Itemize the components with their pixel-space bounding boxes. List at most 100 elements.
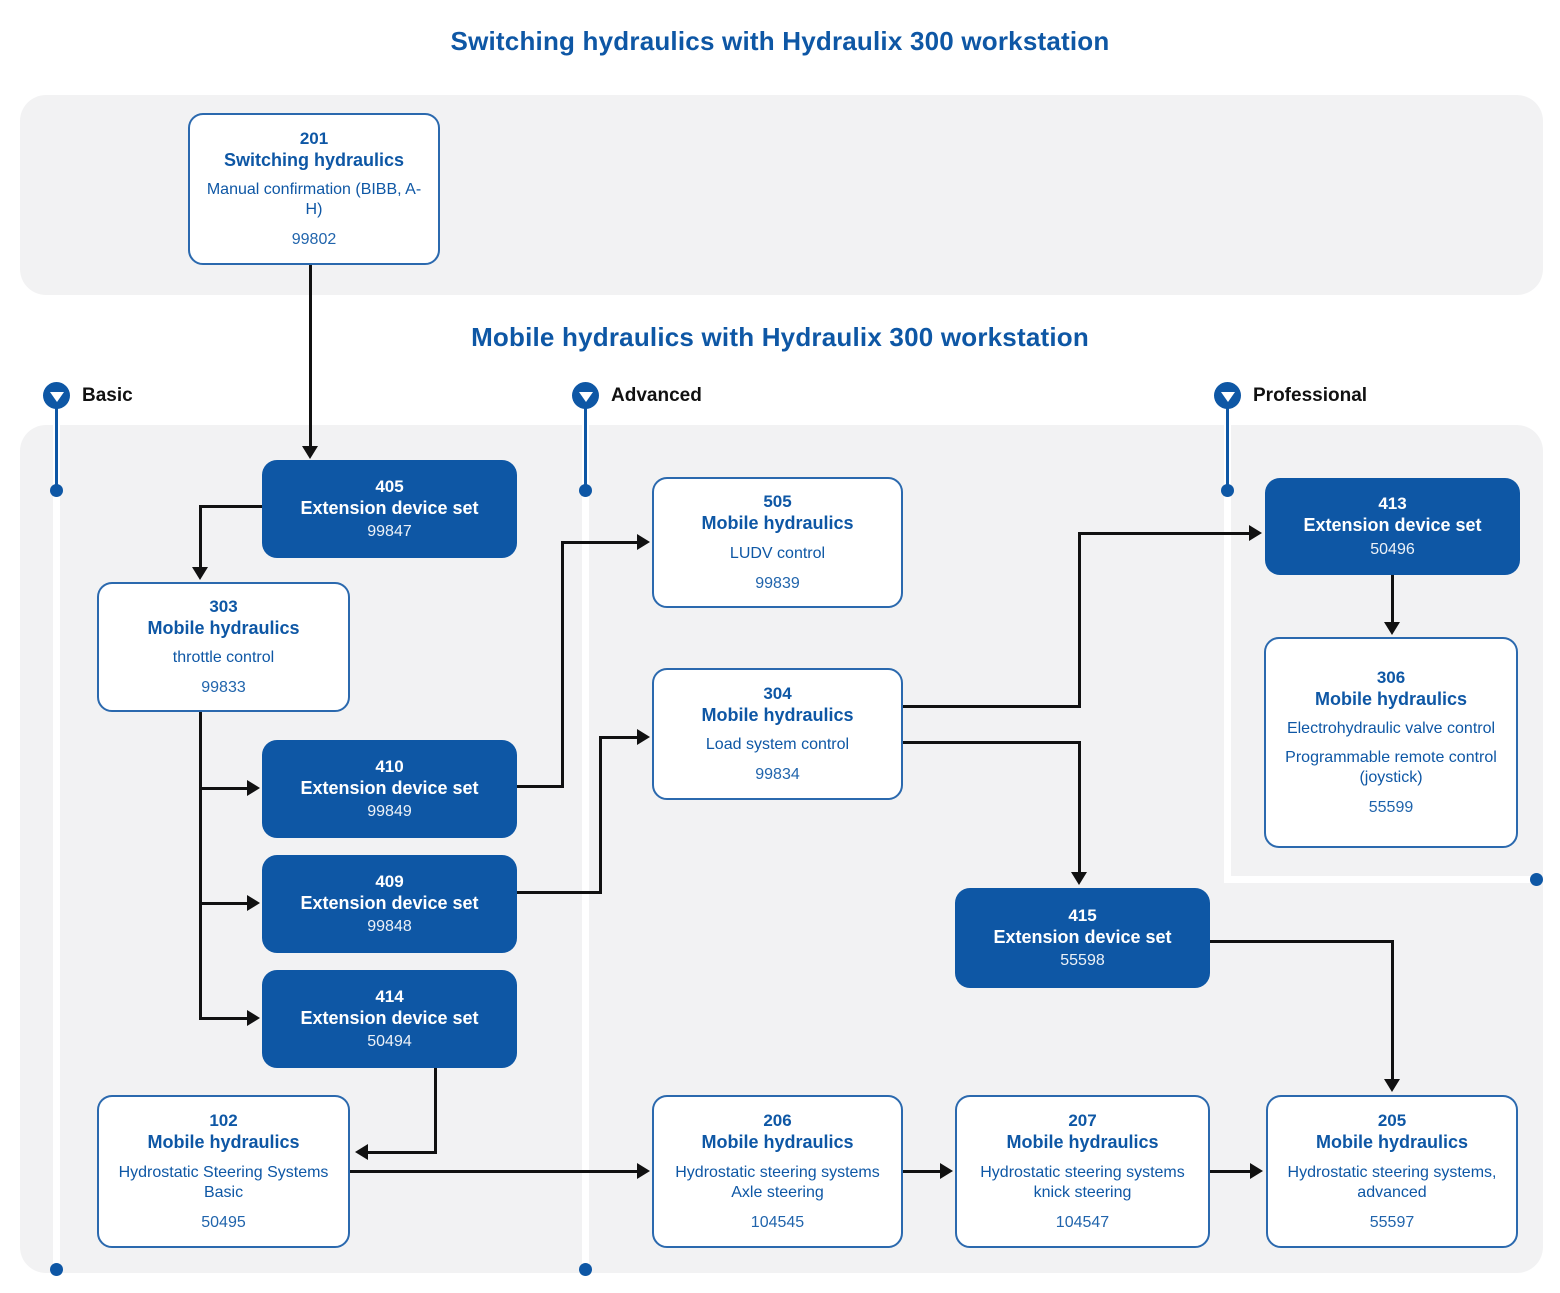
node-title: Extension device set (300, 777, 479, 798)
arrow-head (247, 895, 260, 911)
arrow-head (355, 1144, 368, 1160)
basic-marker-bottom-dot (50, 1263, 63, 1276)
arrow-head (940, 1163, 953, 1179)
column-label-professional: Professional (1253, 385, 1368, 406)
arrow-segment (350, 1170, 639, 1173)
column-label-basic: Basic (82, 385, 133, 406)
arrow-segment (199, 505, 262, 508)
node-title: Extension device set (1303, 515, 1482, 536)
node-part-number: 99833 (201, 679, 246, 697)
node-description: Hydrostatic Steering Systems Basic (118, 1163, 329, 1201)
node-number: 413 (1378, 494, 1407, 514)
node-title: Mobile hydraulics (147, 617, 300, 638)
node-part-number: 99847 (367, 523, 412, 541)
node-part-number: 50496 (1370, 540, 1415, 558)
node-part-number: 50494 (367, 1033, 412, 1051)
node-number: 405 (375, 476, 404, 496)
basic-marker-top-dot (50, 484, 63, 497)
node-303-mobile-hydraulics: 303 Mobile hydraulics throttle control 9… (97, 582, 350, 712)
arrow-segment (517, 891, 602, 894)
node-number: 207 (1068, 1111, 1097, 1131)
arrow-head (302, 446, 318, 459)
arrow-segment (199, 505, 202, 568)
node-number: 205 (1377, 1111, 1407, 1131)
title-switching-hydraulics: Switching hydraulics with Hydraulix 300 … (450, 26, 1110, 56)
arrow-segment (1210, 940, 1394, 943)
arrow-head (247, 1010, 260, 1026)
node-part-number: 99848 (367, 918, 412, 936)
professional-marker-top-dot (1221, 484, 1234, 497)
arrow-segment (434, 1068, 437, 1154)
node-405-extension-device-set: 405 Extension device set 99847 (262, 460, 517, 558)
node-306-mobile-hydraulics: 306 Mobile hydraulics Electrohydraulic v… (1264, 637, 1518, 848)
basic-marker-line (55, 406, 58, 488)
node-part-number: 55598 (1060, 952, 1105, 970)
node-number: 306 (1376, 667, 1406, 687)
node-304-mobile-hydraulics: 304 Mobile hydraulics Load system contro… (652, 668, 903, 800)
node-409-extension-device-set: 409 Extension device set 99848 (262, 855, 517, 953)
triangle-down-in-circle-icon (43, 382, 70, 409)
arrow-segment (903, 705, 1081, 708)
node-number: 303 (209, 596, 238, 616)
node-title: Mobile hydraulics (1314, 688, 1468, 709)
advanced-marker-top-dot (579, 484, 592, 497)
arrow-segment (599, 736, 602, 894)
advanced-marker-bottom-dot (579, 1263, 592, 1276)
arrow-head (1384, 622, 1400, 635)
node-number: 102 (209, 1111, 238, 1131)
node-title: Extension device set (300, 892, 479, 913)
arrow-segment (517, 785, 564, 788)
node-title: Extension device set (300, 1007, 479, 1028)
divider-advanced (582, 425, 589, 1270)
arrow-segment (903, 741, 1081, 744)
node-title: Extension device set (993, 926, 1172, 947)
node-title: Mobile hydraulics (147, 1132, 300, 1153)
arrow-segment (1078, 532, 1081, 708)
triangle-down-in-circle-icon (572, 382, 599, 409)
arrow-segment (1078, 532, 1250, 535)
node-description: Hydrostatic steering systems, advanced (1287, 1163, 1497, 1201)
node-part-number: 99849 (367, 803, 412, 821)
arrow-head (247, 780, 260, 796)
divider-basic (53, 425, 60, 1270)
node-206-mobile-hydraulics: 206 Mobile hydraulics Hydrostatic steeri… (652, 1095, 903, 1248)
node-207-mobile-hydraulics: 207 Mobile hydraulics Hydrostatic steeri… (955, 1095, 1210, 1248)
node-description: Load system control (705, 736, 850, 754)
node-number: 206 (763, 1111, 792, 1131)
node-description-2: Programmable remote control (joystick) (1285, 749, 1497, 787)
node-number: 505 (763, 492, 792, 512)
node-number: 304 (763, 683, 792, 703)
node-part-number: 55597 (1369, 1213, 1415, 1231)
node-413-extension-device-set: 413 Extension device set 50496 (1265, 478, 1520, 575)
node-title: Mobile hydraulics (1006, 1132, 1159, 1153)
arrow-segment (1210, 1170, 1252, 1173)
arrow-head (192, 567, 208, 580)
node-title: Extension device set (300, 497, 479, 518)
node-number: 201 (299, 128, 329, 148)
node-505-mobile-hydraulics: 505 Mobile hydraulics LUDV control 99839 (652, 477, 903, 608)
node-part-number: 50495 (201, 1213, 246, 1231)
arrow-segment (368, 1151, 437, 1154)
node-title: Mobile hydraulics (701, 513, 854, 534)
professional-marker-line (1226, 406, 1229, 488)
arrow-head (1384, 1079, 1400, 1092)
node-number: 414 (375, 986, 404, 1006)
node-description: Manual confirmation (BIBB, A-H) (206, 181, 422, 219)
arrow-segment (561, 541, 638, 544)
professional-marker-end-dot (1530, 873, 1543, 886)
node-description: Hydrostatic steering systems Axle steeri… (675, 1163, 880, 1201)
node-number: 410 (375, 756, 404, 776)
arrow-segment (1391, 940, 1394, 1080)
node-description: throttle control (172, 649, 275, 667)
arrow-segment (199, 902, 248, 905)
node-description: Electrohydraulic valve control (1286, 720, 1496, 738)
arrow-segment (199, 787, 248, 790)
node-415-extension-device-set: 415 Extension device set 55598 (955, 888, 1210, 988)
node-102-mobile-hydraulics: 102 Mobile hydraulics Hydrostatic Steeri… (97, 1095, 350, 1248)
triangle-down-in-circle-icon (1214, 382, 1241, 409)
arrow-segment (199, 1017, 248, 1020)
arrow-segment (1391, 575, 1394, 624)
node-part-number: 55599 (1368, 799, 1414, 817)
node-description: Hydrostatic steering systems knick steer… (980, 1163, 1185, 1201)
